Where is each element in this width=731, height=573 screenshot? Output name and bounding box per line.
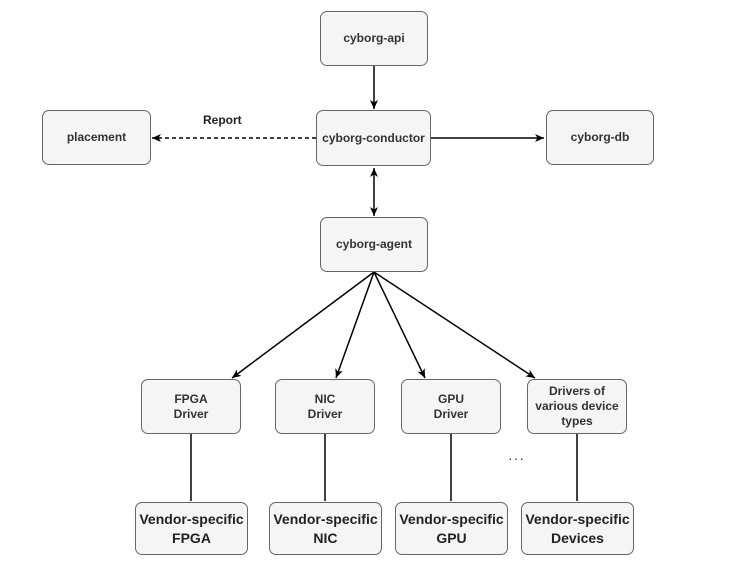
cyborg-api-node: cyborg-api (320, 11, 428, 66)
fpga-driver-node: FPGA Driver (141, 379, 241, 434)
cyborg-agent-node: cyborg-agent (320, 217, 428, 272)
nic-driver-node: NIC Driver (275, 379, 375, 434)
edge-agent-to-other-drivers (373, 271, 536, 379)
gpu-driver-node: GPU Driver (401, 379, 501, 434)
cyborg-db-node: cyborg-db (546, 110, 654, 165)
other-drivers-node: Drivers of various device types (527, 379, 627, 434)
edge-agent-to-nic-driver (335, 271, 375, 379)
edge-agent-to-gpu-driver (373, 271, 426, 379)
edge-agent-to-fpga-driver (231, 271, 375, 379)
vendor-fpga-node: Vendor-specific FPGA (135, 502, 248, 555)
vendor-gpu-node: Vendor-specific GPU (395, 502, 508, 555)
vendor-nic-node: Vendor-specific NIC (269, 502, 382, 555)
report-label: Report (203, 113, 242, 127)
placement-node: placement (42, 110, 151, 165)
cyborg-conductor-node: cyborg-conductor (316, 110, 431, 166)
vendor-devices-node: Vendor-specific Devices (521, 502, 634, 555)
ellipsis: ··· (508, 450, 525, 466)
